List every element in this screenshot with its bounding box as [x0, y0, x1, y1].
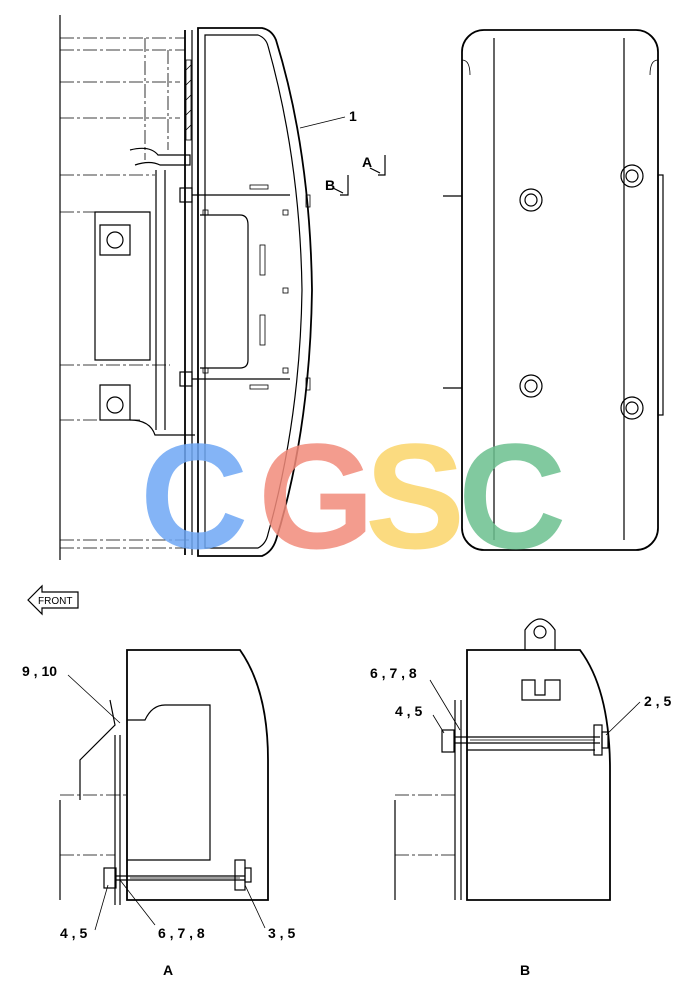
watermark-logo: C G S C — [140, 412, 566, 580]
watermark-letter-c2: C — [458, 412, 566, 580]
section-b-detail: 6 , 7 , 8 4 , 5 2 , 5 B — [370, 618, 671, 978]
watermark-letter-g: G — [258, 412, 375, 580]
section-marker-a: A — [362, 154, 386, 176]
watermark-letter-s: S — [365, 412, 465, 580]
side-view — [59, 15, 313, 560]
view-label-b: B — [520, 962, 530, 978]
callout-2-5: 2 , 5 — [644, 693, 671, 709]
callout-part-1-label: 1 — [349, 108, 357, 124]
callout-3-5: 3 , 5 — [268, 925, 295, 941]
callout-part-1: 1 — [299, 108, 357, 129]
callout-b-6-7-8: 6 , 7 , 8 — [370, 665, 417, 681]
section-marker-b: B — [325, 175, 349, 196]
section-marker-b-label: B — [325, 177, 335, 193]
view-label-a: A — [163, 962, 173, 978]
watermark-letter-c1: C — [140, 412, 248, 580]
front-arrow: FRONT — [27, 584, 79, 616]
callout-a-6-7-8: 6 , 7 , 8 — [158, 925, 205, 941]
section-marker-a-label: A — [362, 154, 372, 170]
section-a-detail: 9 , 10 4 , 5 6 , 7 , 8 3 , 5 A — [22, 649, 295, 978]
callout-9-10: 9 , 10 — [22, 663, 57, 679]
front-arrow-label: FRONT — [38, 596, 72, 607]
callout-b-4-5: 4 , 5 — [395, 703, 422, 719]
rear-view — [443, 29, 664, 551]
callout-a-4-5: 4 , 5 — [60, 925, 87, 941]
